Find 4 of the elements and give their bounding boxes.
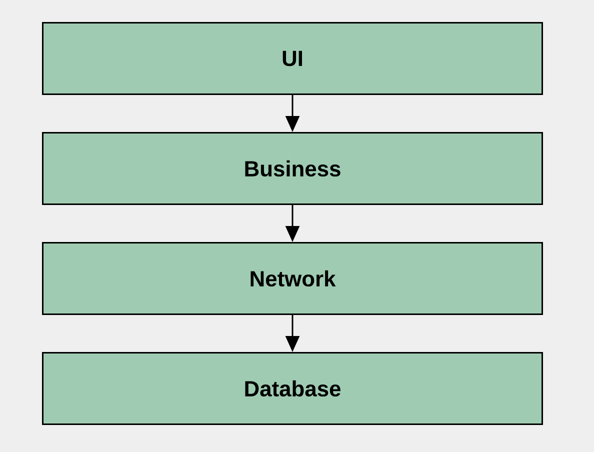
layer-box: Database (42, 352, 543, 425)
layer-box: Business (42, 132, 543, 205)
layer-box: UI (42, 22, 543, 95)
layer-box: Network (42, 242, 543, 315)
